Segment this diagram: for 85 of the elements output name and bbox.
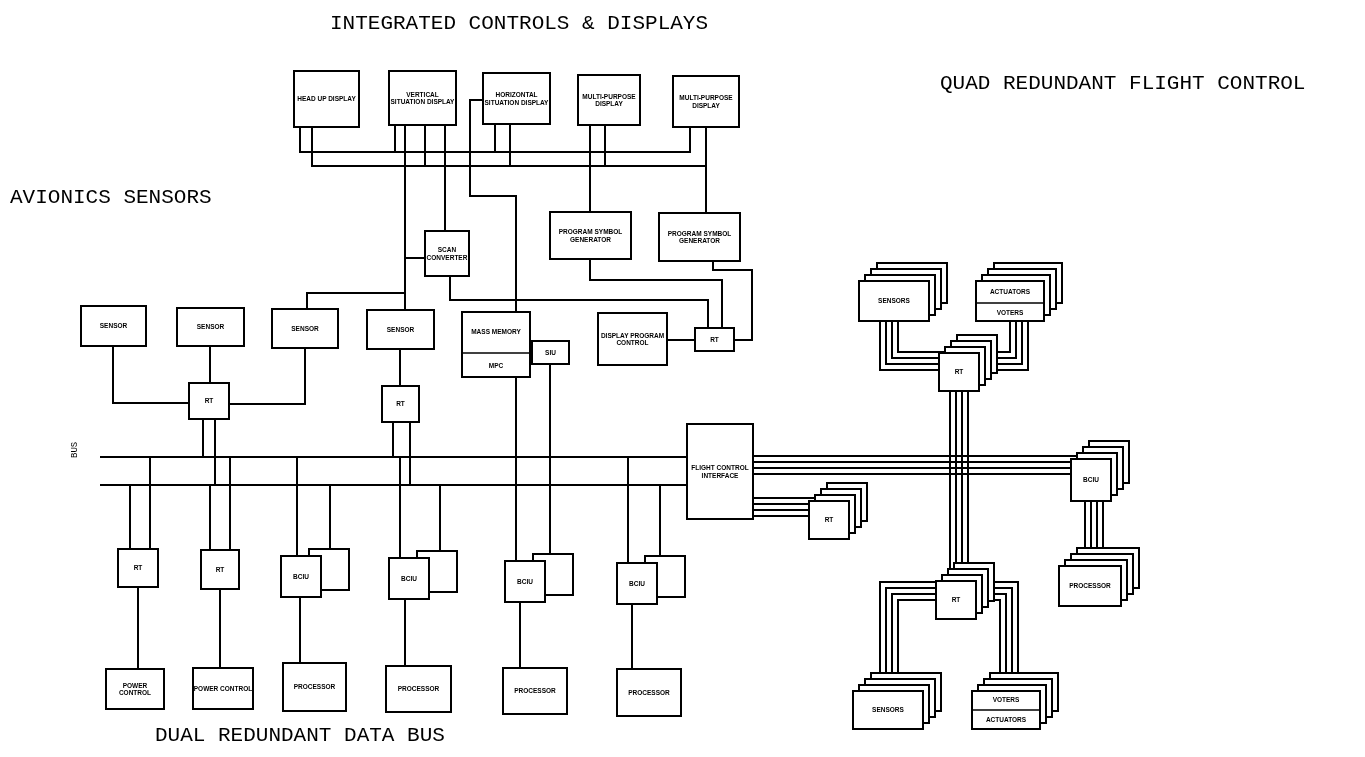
connector-line [229,457,231,550]
connector-line [627,457,629,563]
unit-box [176,307,245,347]
stacked-unit-box [1070,440,1130,502]
connector-line [202,419,204,457]
connector-line [229,348,306,405]
connector-line [404,125,406,310]
unit-box [200,549,240,590]
unit-box [188,382,230,420]
connector-line [631,604,633,669]
connector-line [669,456,687,458]
unit-box [531,340,570,365]
unit-box [366,309,435,350]
connector-line [519,602,521,668]
connector-line [449,276,709,328]
section-heading: QUAD REDUNDANT FLIGHT CONTROL [940,72,1306,95]
connector-line [667,339,695,341]
connector-line [439,485,441,551]
connector-line [669,484,687,486]
unit-box [117,548,159,588]
unit-box [381,385,420,423]
unit-box [424,230,470,277]
connector-line [589,127,691,212]
unit-box [271,308,339,349]
data-bus-line [100,484,670,486]
unit-box [597,312,668,366]
unit-box [192,667,254,710]
data-bus-line [100,456,670,458]
unit-box [385,665,452,713]
connector-line [399,349,401,386]
connector-line [299,597,301,663]
connector-line [296,457,298,556]
unit-box [577,74,641,126]
connector-line [306,257,425,309]
stacked-unit-box [504,553,574,603]
section-heading: DUAL REDUNDANT DATA BUS [155,724,445,747]
connector-line [209,346,211,383]
bus-label: BUS [70,441,80,458]
unit-box [105,668,165,710]
unit-box [686,423,754,520]
stacked-unit-box [808,482,868,540]
connector-line [712,261,753,341]
stacked-unit-box [388,550,458,600]
unit-box [482,72,551,125]
stacked-unit-box [971,672,1059,730]
unit-box [658,212,741,262]
connector-line [214,419,216,485]
connector-line [589,259,723,328]
section-heading: INTEGRATED CONTROLS & DISPLAYS [330,12,709,35]
connector-line [149,457,151,549]
connector-line [329,485,331,549]
stacked-unit-box [616,555,686,605]
connector-line [404,599,406,666]
stacked-unit-box [852,672,942,730]
connector-line [515,377,517,561]
connector-line [444,125,446,231]
stacked-unit-box [1058,547,1140,607]
section-heading: AVIONICS SENSORS [10,186,212,209]
stacked-unit-box [935,562,995,620]
connector-line [219,589,221,668]
unit-box [461,311,531,378]
stacked-unit-box [858,262,948,322]
unit-box [80,305,147,347]
connector-line [129,485,131,549]
stacked-unit-box [280,548,350,598]
unit-box [694,327,735,352]
connector-line [469,99,517,312]
unit-box [616,668,682,717]
connector-line [112,346,189,404]
unit-box [672,75,740,128]
connector-line [392,422,394,457]
connector-line [409,422,411,485]
unit-box [388,70,457,126]
unit-box [549,211,632,260]
connector-line [705,127,707,213]
connector-line [399,457,401,558]
connector-line [209,485,211,550]
connector-line [549,364,551,554]
unit-box [293,70,360,128]
connector-line [137,587,139,669]
stacked-unit-box [938,334,998,392]
connector-line [659,485,661,556]
stacked-unit-box [975,262,1063,322]
unit-box [502,667,568,715]
unit-box [282,662,347,712]
